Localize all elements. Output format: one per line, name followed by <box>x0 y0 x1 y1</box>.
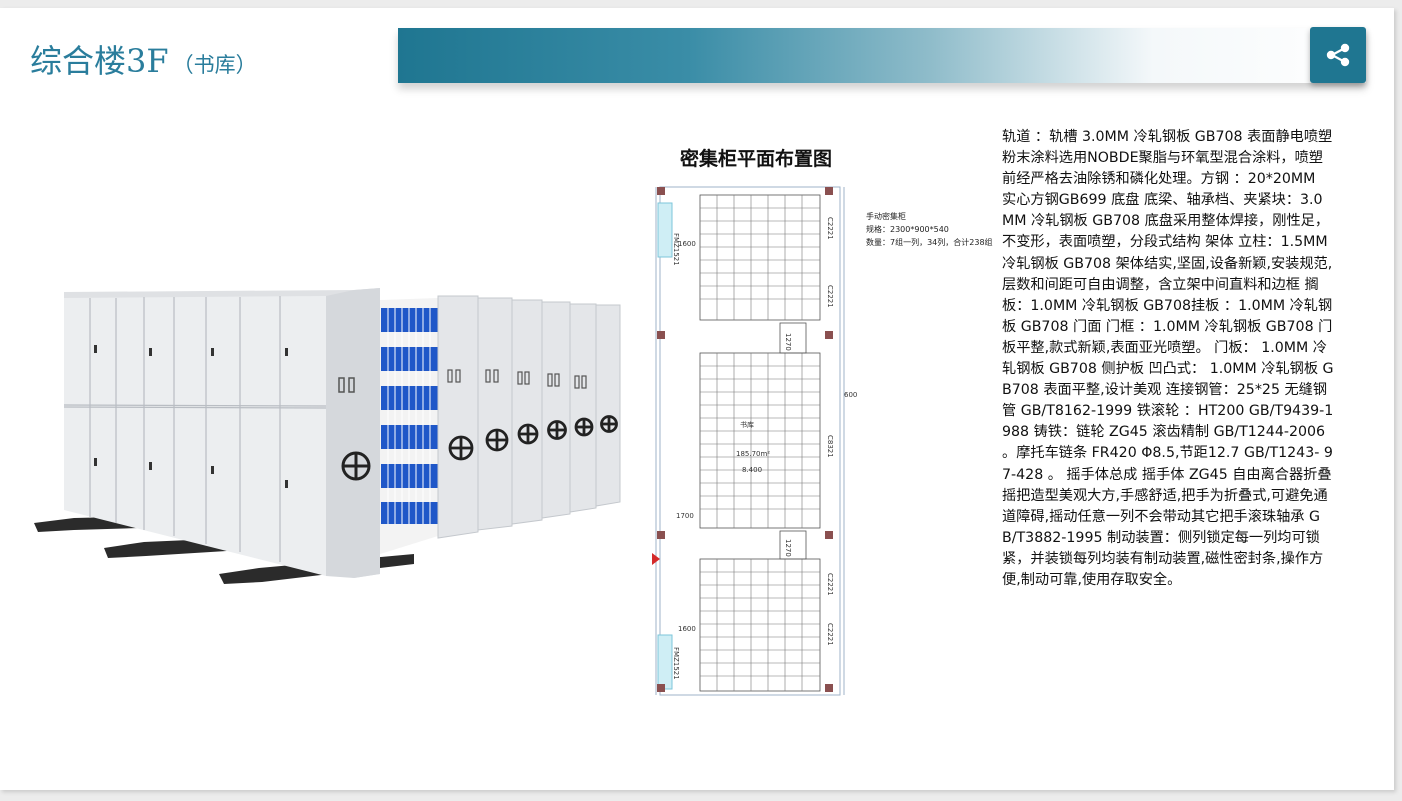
plan-title: 密集柜平面布置图 <box>679 148 832 170</box>
svg-text:C2221: C2221 <box>826 285 834 308</box>
page-title: 综合楼3F（书库） <box>30 36 257 82</box>
svg-text:1270: 1270 <box>784 539 792 557</box>
floor-plan-drawing: FMZ1521 FMZ1521 C2221 C2221 C2221 C2221 … <box>652 186 857 696</box>
header-band <box>398 28 1366 83</box>
plan-legend: 手动密集柜 规格：2300*900*540 数量：7组一列，34列，合计238组 <box>866 210 993 249</box>
svg-text:8.400: 8.400 <box>742 466 762 474</box>
legend-line: 数量：7组一列，34列，合计238组 <box>866 238 993 247</box>
share-button[interactable] <box>1310 27 1366 83</box>
svg-text:1600: 1600 <box>678 625 696 633</box>
svg-text:C2221: C2221 <box>826 623 834 646</box>
title-main: 综合楼3F <box>30 42 169 80</box>
svg-text:书库: 书库 <box>740 420 754 429</box>
legend-line: 规格：2300*900*540 <box>866 225 949 234</box>
svg-text:FMZ1521: FMZ1521 <box>672 647 680 680</box>
svg-text:FMZ1521: FMZ1521 <box>672 233 680 266</box>
svg-text:1270: 1270 <box>784 333 792 351</box>
share-icon <box>1326 43 1350 67</box>
legend-line: 手动密集柜 <box>866 212 906 221</box>
svg-text:C2221: C2221 <box>826 573 834 596</box>
svg-text:600: 600 <box>844 391 857 399</box>
mobile-shelving-image <box>34 288 621 584</box>
svg-text:C8321: C8321 <box>826 435 834 458</box>
svg-text:185.70m²: 185.70m² <box>736 450 770 458</box>
svg-text:C2221: C2221 <box>826 217 834 240</box>
svg-text:1700: 1700 <box>676 512 694 520</box>
svg-text:1600: 1600 <box>678 240 696 248</box>
title-subtitle: （书库） <box>172 53 257 77</box>
specification-text: 轨道 ：轨槽 3.0MM 冷轧钢板 GB708 表面静电喷塑粉末涂料选用NOBD… <box>1002 129 1334 588</box>
